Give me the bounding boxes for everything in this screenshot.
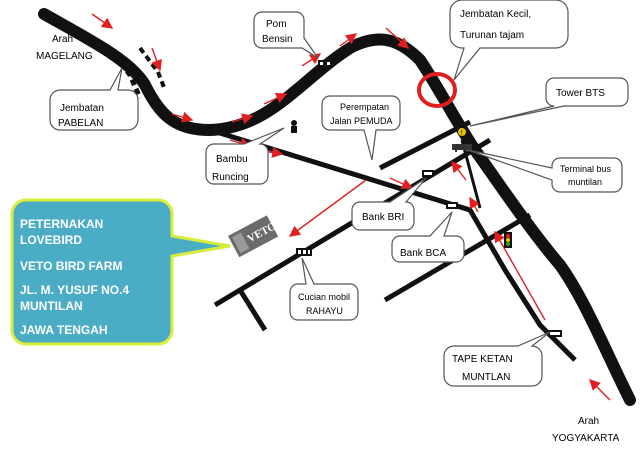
road-bts-link	[460, 139, 482, 209]
info-line-5: MUNTILAN	[20, 299, 83, 313]
info-box	[10, 198, 231, 346]
yogyakarta-label-1: Arah	[578, 416, 599, 427]
pabelan-label-2: PABELAN	[58, 118, 103, 129]
tape-label-2: MUNTLAN	[462, 372, 510, 383]
bri-label: Bank BRI	[362, 212, 404, 223]
perempatan-label-1: Perempatan	[340, 102, 389, 112]
main-highway	[38, 8, 636, 406]
bank-icon	[446, 202, 458, 209]
bank-icon	[422, 170, 434, 177]
perempatan-label-2: Jalan PEMUDA	[330, 116, 393, 126]
warning-icon: !	[458, 128, 466, 137]
pabelan-label-1: Jembatan	[60, 103, 104, 114]
veto-logo: VETO	[228, 215, 279, 258]
pom-label-2: Bensin	[262, 34, 293, 45]
info-line-4: JL. M. YUSUF NO.4	[20, 283, 129, 297]
info-line-1: PETERNAKAN	[20, 217, 103, 231]
shop-icon	[548, 330, 562, 337]
tape-label-1: TAPE KETAN	[452, 354, 513, 365]
traffic-light-icon	[504, 232, 512, 248]
bambu-label-2: Runcing	[212, 172, 249, 183]
terminal-label-2: muntilan	[568, 177, 602, 187]
magelang-label-2: MAGELANG	[36, 51, 93, 62]
cucian-label-1: Cucian mobil	[298, 292, 350, 302]
info-line-3: VETO BIRD FARM	[20, 259, 122, 273]
bridge-pabelan-marks	[113, 46, 167, 99]
terminal-label-1: Terminal bus	[560, 164, 612, 174]
tower-label: Tower BTS	[556, 88, 605, 99]
info-line-2: LOVEBIRD	[20, 233, 82, 247]
car-wash-icon	[296, 248, 312, 256]
info-line-6: JAWA TENGAH	[20, 323, 108, 337]
bambu-label-1: Bambu	[216, 154, 248, 165]
bus-icon	[452, 144, 472, 152]
pom-label-1: Pom	[266, 19, 287, 30]
statue-icon	[291, 120, 297, 133]
jembatan-kecil-label-2: Turunan tajam	[460, 30, 524, 41]
jembatan-kecil-label-1: Jembatan Kecil,	[460, 9, 531, 20]
danger-circle	[417, 72, 457, 108]
road-terminal	[378, 119, 472, 171]
road-south-branch	[237, 288, 268, 332]
yogyakarta-label-2: YOGYAKARTA	[552, 433, 620, 444]
gas-station-icon	[318, 60, 332, 68]
magelang-label-1: Arah	[52, 34, 73, 45]
bca-label: Bank BCA	[400, 248, 446, 259]
svg-text:!: !	[460, 129, 463, 137]
cucian-label-2: RAHAYU	[306, 306, 343, 316]
